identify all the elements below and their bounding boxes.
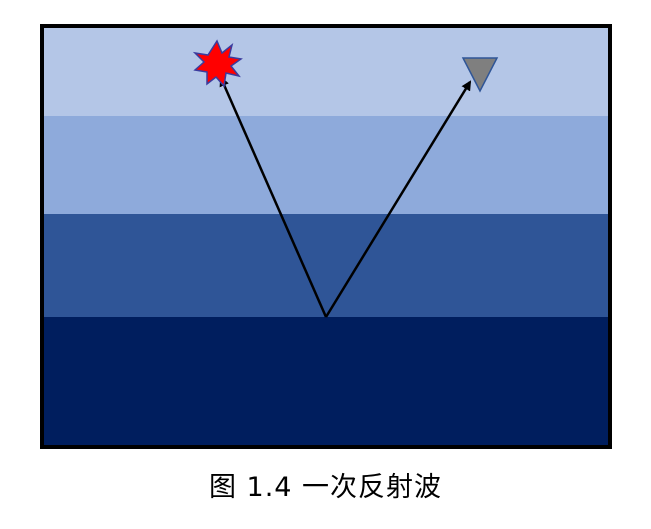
diagram-frame — [40, 24, 612, 449]
layer-4 — [42, 317, 610, 447]
diagram — [40, 24, 612, 449]
incident-ray — [219, 76, 328, 318]
reflected-ray — [324, 80, 472, 318]
explosion-icon — [192, 39, 243, 88]
layer-2 — [42, 116, 610, 214]
triangle-down-icon — [461, 57, 499, 93]
layer-3 — [42, 214, 610, 317]
figure-caption: 图 1.4 一次反射波 — [208, 472, 443, 503]
layer-1 — [42, 26, 610, 116]
